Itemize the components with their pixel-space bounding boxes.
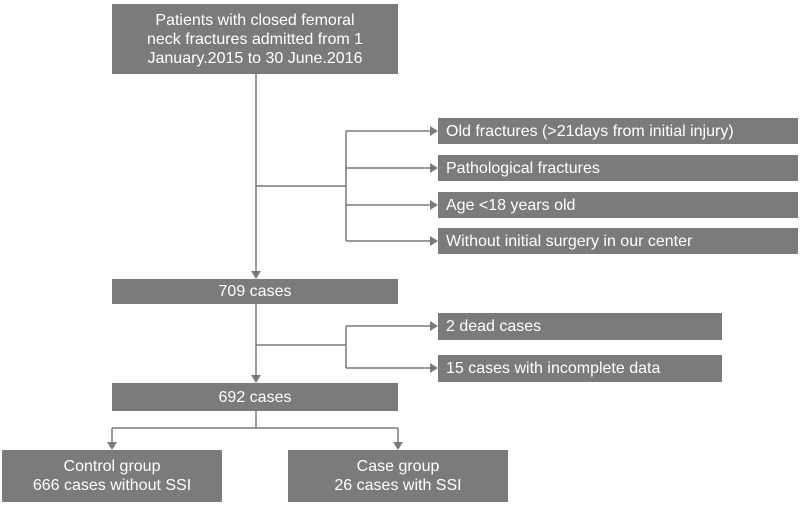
exclusion-label: Pathological fractures [446, 159, 600, 177]
exclusion-incomplete-data: 15 cases with incomplete data [438, 355, 722, 382]
exclusion-label: Without initial surgery in our center [446, 232, 693, 250]
case-group-title: Case group [356, 458, 440, 475]
exclusion-label: Age <18 years old [446, 196, 576, 214]
start-box-line-1: Patients with closed femoral [155, 11, 355, 29]
step-692-label: 692 cases [218, 388, 292, 406]
exclusion-old-fractures: Old fractures (>21days from initial inju… [438, 118, 798, 144]
arrowhead-to-692 [251, 375, 261, 383]
step-692-box: 692 cases [112, 383, 398, 411]
exclusion-dead-cases: 2 dead cases [438, 313, 722, 340]
control-group-box: Control group 666 cases without SSI [2, 450, 222, 502]
start-box-line-3: January.2015 to 30 June.2016 [147, 49, 363, 67]
start-box: Patients with closed femoral neck fractu… [112, 4, 398, 74]
exclusion-label: 15 cases with incomplete data [446, 360, 661, 377]
arrowhead-to-control [107, 442, 117, 450]
arrowhead-to-709 [251, 271, 261, 279]
case-group-detail: 26 cases with SSI [334, 477, 462, 494]
arrowhead-to-case [393, 442, 403, 450]
step-709-label: 709 cases [218, 283, 292, 300]
exclusion-pathological-fractures: Pathological fractures [438, 155, 798, 181]
exclusion-age: Age <18 years old [438, 192, 798, 218]
control-group-title: Control group [63, 458, 161, 475]
exclusion-label: 2 dead cases [446, 318, 542, 335]
step-709-box: 709 cases [112, 279, 398, 304]
case-group-box: Case group 26 cases with SSI [288, 450, 508, 502]
exclusion-no-initial-surgery: Without initial surgery in our center [438, 228, 798, 254]
start-box-line-2: neck fractures admitted from 1 [146, 30, 364, 48]
control-group-detail: 666 cases without SSI [32, 477, 192, 494]
exclusion-label: Old fractures (>21days from initial inju… [446, 122, 734, 140]
